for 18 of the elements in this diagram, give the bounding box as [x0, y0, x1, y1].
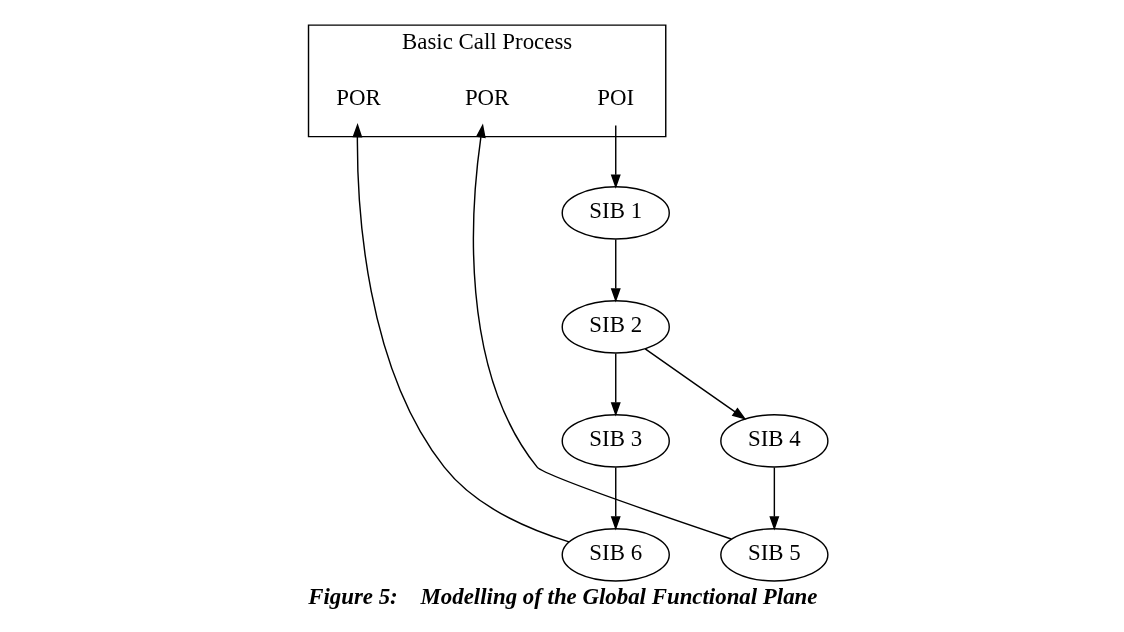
- arrow: [610, 352, 621, 417]
- arrow: [472, 123, 732, 540]
- node-text: POR: [464, 84, 509, 110]
- arrow: [610, 238, 621, 303]
- arrow: [610, 124, 621, 189]
- node-text: POI: [596, 84, 634, 110]
- node-ellipse: SIB 6: [561, 528, 670, 582]
- node-text: POR: [335, 84, 381, 110]
- arrow: [644, 348, 746, 420]
- node-ellipse: SIB 2: [561, 300, 670, 354]
- arrow: [351, 123, 570, 543]
- arrow: [610, 466, 621, 531]
- node-ellipse: SIB 4: [719, 414, 829, 468]
- caption: Figure 5: Modelling of the Global Functional Plane: [307, 583, 817, 609]
- arrow: [768, 466, 779, 531]
- node-ellipse: SIB 3: [561, 414, 670, 468]
- node-ellipse: SIB 1: [561, 186, 670, 240]
- node-ellipse: SIB 5: [719, 528, 829, 582]
